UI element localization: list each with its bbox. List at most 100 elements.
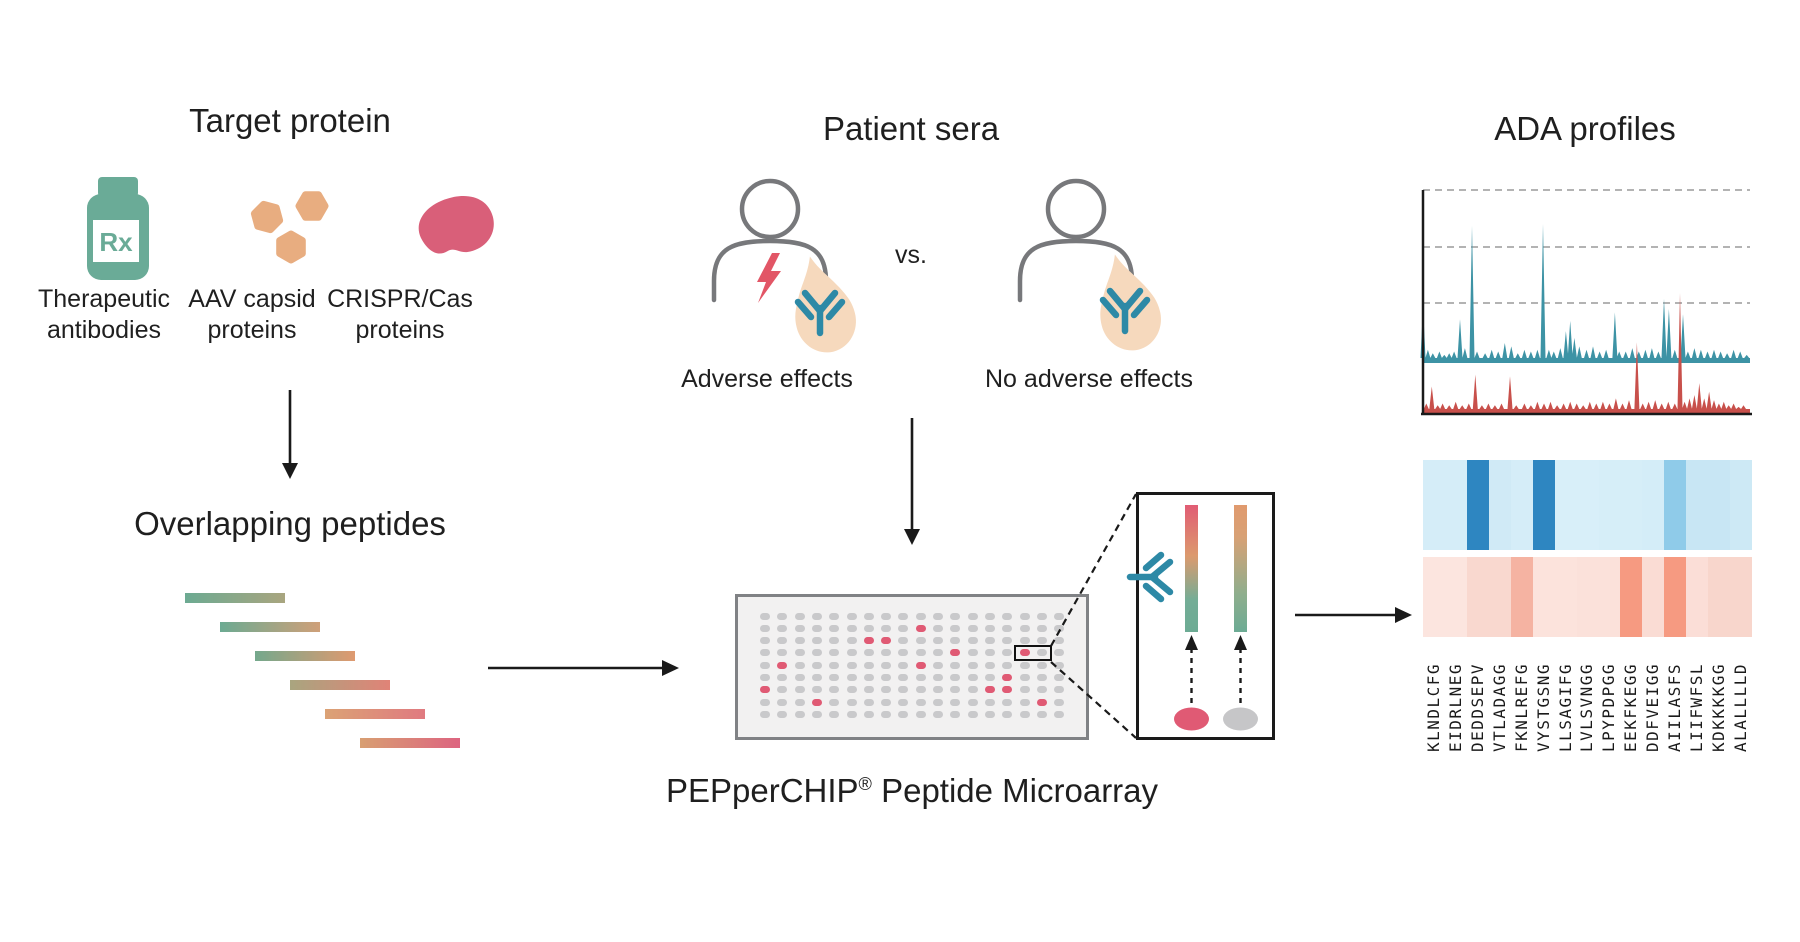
- microarray-spot: [829, 674, 840, 681]
- peptide-sequence-label: VYSTGSNG: [1533, 662, 1553, 752]
- microarray-spot: [967, 661, 978, 669]
- microarray-spot: [967, 674, 978, 681]
- microarray-spot: [1019, 624, 1030, 632]
- peptide-sequence-label: EEKFKEGG: [1621, 662, 1641, 752]
- microarray-spot: [1002, 698, 1013, 706]
- microarray-spot: [1019, 686, 1030, 694]
- microarray-spot: [777, 624, 788, 632]
- patient-adverse-icon: [714, 181, 826, 300]
- rx-label: Rx: [99, 227, 133, 257]
- microarray-spot: [829, 710, 840, 718]
- heatmap-cell: [1708, 460, 1731, 550]
- microarray-spot: [1019, 637, 1030, 645]
- microarray-spot: [794, 624, 805, 632]
- heatmap-cell: [1642, 460, 1665, 550]
- microarray-spot: [829, 661, 840, 669]
- microarray-spot: [898, 686, 909, 694]
- microarray-spot: [898, 637, 909, 645]
- heatmap-cell: [1466, 460, 1489, 550]
- microarray-spot: [811, 661, 822, 669]
- microarray-title: PEPperCHIP® Peptide Microarray: [666, 772, 1158, 810]
- heatmap-cell: [1598, 557, 1621, 637]
- heatmap-cell: [1444, 557, 1467, 637]
- microarray-spot: [898, 612, 909, 620]
- microarray-spot: [984, 710, 995, 718]
- microarray-spot: [777, 698, 788, 706]
- microarray-spot: [1054, 649, 1065, 657]
- microarray-spot: [915, 649, 926, 657]
- microarray-spot: [811, 637, 822, 645]
- microarray-spot-positive: [811, 698, 822, 706]
- microarray-spot: [863, 674, 874, 681]
- peptide-bar: [290, 680, 390, 690]
- microarray-spot: [984, 624, 995, 632]
- adverse-lightning-icon: [757, 253, 781, 303]
- microarray-spot: [760, 710, 770, 718]
- microarray-spot: [967, 698, 978, 706]
- microarray-zoom-inset: [1136, 492, 1275, 740]
- heatmap-cell: [1620, 460, 1643, 550]
- microarray-spot-positive: [1019, 649, 1030, 657]
- heatmap-cell: [1510, 557, 1533, 637]
- microarray-spot: [846, 612, 857, 620]
- microarray-spot: [1019, 674, 1030, 681]
- serum-drop-adverse-icon: [780, 249, 863, 359]
- microarray-spot: [915, 686, 926, 694]
- heatmap-cell: [1730, 460, 1753, 550]
- label-line: CRISPR/Cas: [327, 285, 473, 313]
- peptide-sequence-label: LIIFWFSL: [1687, 662, 1707, 752]
- microarray-spot: [950, 710, 961, 718]
- microarray-spot: [794, 686, 805, 694]
- heatmap-cell: [1598, 460, 1621, 550]
- microarray-spot-positive: [760, 686, 770, 694]
- registered-trademark-icon: ®: [858, 774, 872, 794]
- microarray-spot: [1002, 612, 1013, 620]
- microarray-spot: [967, 624, 978, 632]
- microarray-spot: [811, 624, 822, 632]
- microarray-spot: [794, 637, 805, 645]
- ada-profiles-title: ADA profiles: [1494, 110, 1676, 147]
- label-line: antibodies: [47, 316, 161, 344]
- microarray-spot: [933, 710, 943, 718]
- microarray-spot: [863, 710, 874, 718]
- microarray-spot: [794, 674, 805, 681]
- microarray-spot: [950, 637, 961, 645]
- microarray-spot-positive: [984, 686, 995, 694]
- microarray-spot-positive: [1002, 686, 1013, 694]
- microarray-spot: [811, 649, 822, 657]
- microarray-title-product: PEPperCHIP: [665, 772, 859, 809]
- microarray-spot: [760, 661, 770, 669]
- microarray-spot: [829, 624, 840, 632]
- microarray-spot: [1019, 698, 1030, 706]
- heatmap-cell: [1620, 557, 1643, 637]
- microarray-spot: [950, 686, 961, 694]
- microarray-spot: [811, 686, 822, 694]
- microarray-spot: [933, 661, 943, 669]
- aav-capsid-icon: [250, 191, 329, 264]
- microarray-spot: [863, 661, 874, 669]
- microarray-spot: [1054, 710, 1065, 718]
- microarray-spot: [777, 637, 788, 645]
- microarray-spot: [846, 637, 857, 645]
- microarray-spot: [811, 710, 822, 718]
- label-line: Therapeutic: [37, 285, 171, 313]
- peptide-sequence-label: EIDRLNEG: [1445, 662, 1465, 752]
- heatmap-cell: [1423, 557, 1445, 637]
- microarray-spot: [1054, 637, 1065, 645]
- microarray-spot: [915, 698, 926, 706]
- chip-highlight-box: [1014, 644, 1052, 661]
- heatmap-cell: [1730, 557, 1753, 637]
- patient-no-adverse-icon: [1020, 181, 1132, 300]
- peptide-bar: [255, 651, 355, 661]
- heatmap-cell: [1554, 460, 1577, 550]
- microarray-spot: [777, 710, 788, 718]
- no-adverse-effects-label: No adverse effects: [985, 365, 1193, 393]
- microarray-spot-positive: [1036, 698, 1047, 706]
- microarray-spot: [1054, 661, 1065, 669]
- microarray-spot: [984, 698, 995, 706]
- peptide-sequence-label: FKNLREFG: [1511, 662, 1531, 752]
- heatmap-cell: [1532, 460, 1555, 550]
- microarray-spot: [984, 661, 995, 669]
- peptide-bar: [220, 622, 320, 632]
- microarray-spot: [1019, 612, 1030, 620]
